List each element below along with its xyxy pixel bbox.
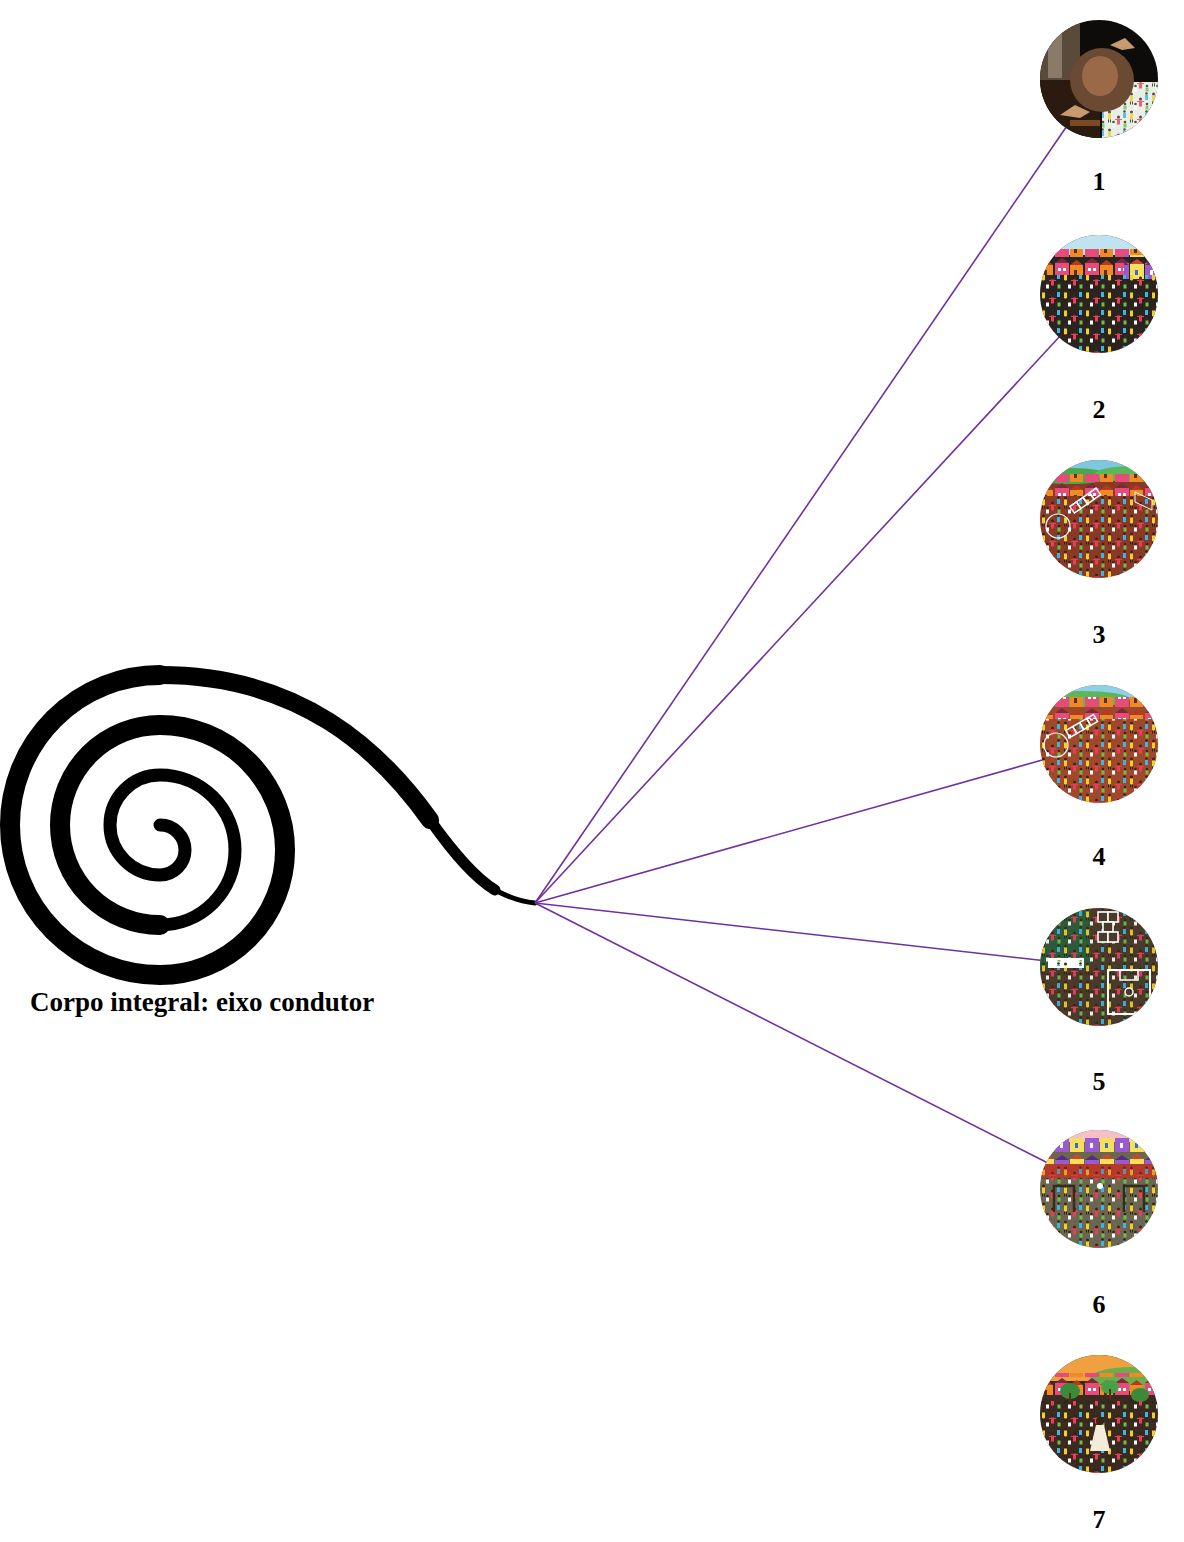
callout-number: 2	[1040, 394, 1158, 426]
painting	[1040, 1355, 1170, 1473]
caption-text: Corpo integral: eixo condutor	[30, 986, 374, 1018]
painting	[1040, 908, 1158, 1026]
picture-circle: 5	[1040, 908, 1158, 1100]
painting	[1030, 685, 1158, 803]
picture-circle: 3	[1040, 460, 1158, 653]
picture-circle: 1	[1040, 20, 1158, 200]
photo-collage	[1040, 20, 1158, 138]
callout-number: 5	[1040, 1066, 1158, 1098]
connector-line	[535, 903, 1046, 1162]
callout-number: 3	[1040, 619, 1158, 651]
picture-circle: 7	[1040, 1355, 1158, 1538]
callout-number: 7	[1040, 1504, 1158, 1536]
callout-number: 1	[1040, 166, 1158, 198]
picture-circle: 2	[1040, 235, 1158, 428]
spiral-node: Corpo integral: eixo condutor	[0, 670, 540, 1030]
connector-line	[535, 128, 1066, 903]
painting	[1040, 235, 1158, 353]
connector-line	[535, 903, 1040, 960]
connector-line	[535, 337, 1059, 903]
picture-circle: 6	[1040, 1130, 1158, 1323]
connector-line	[535, 760, 1042, 903]
callout-number: 4	[1040, 841, 1158, 873]
callout-number: 6	[1040, 1289, 1158, 1321]
picture-circle: 4	[1040, 685, 1158, 875]
painting	[1030, 460, 1175, 578]
painting	[1040, 1130, 1158, 1248]
spiral-figure	[10, 675, 535, 975]
